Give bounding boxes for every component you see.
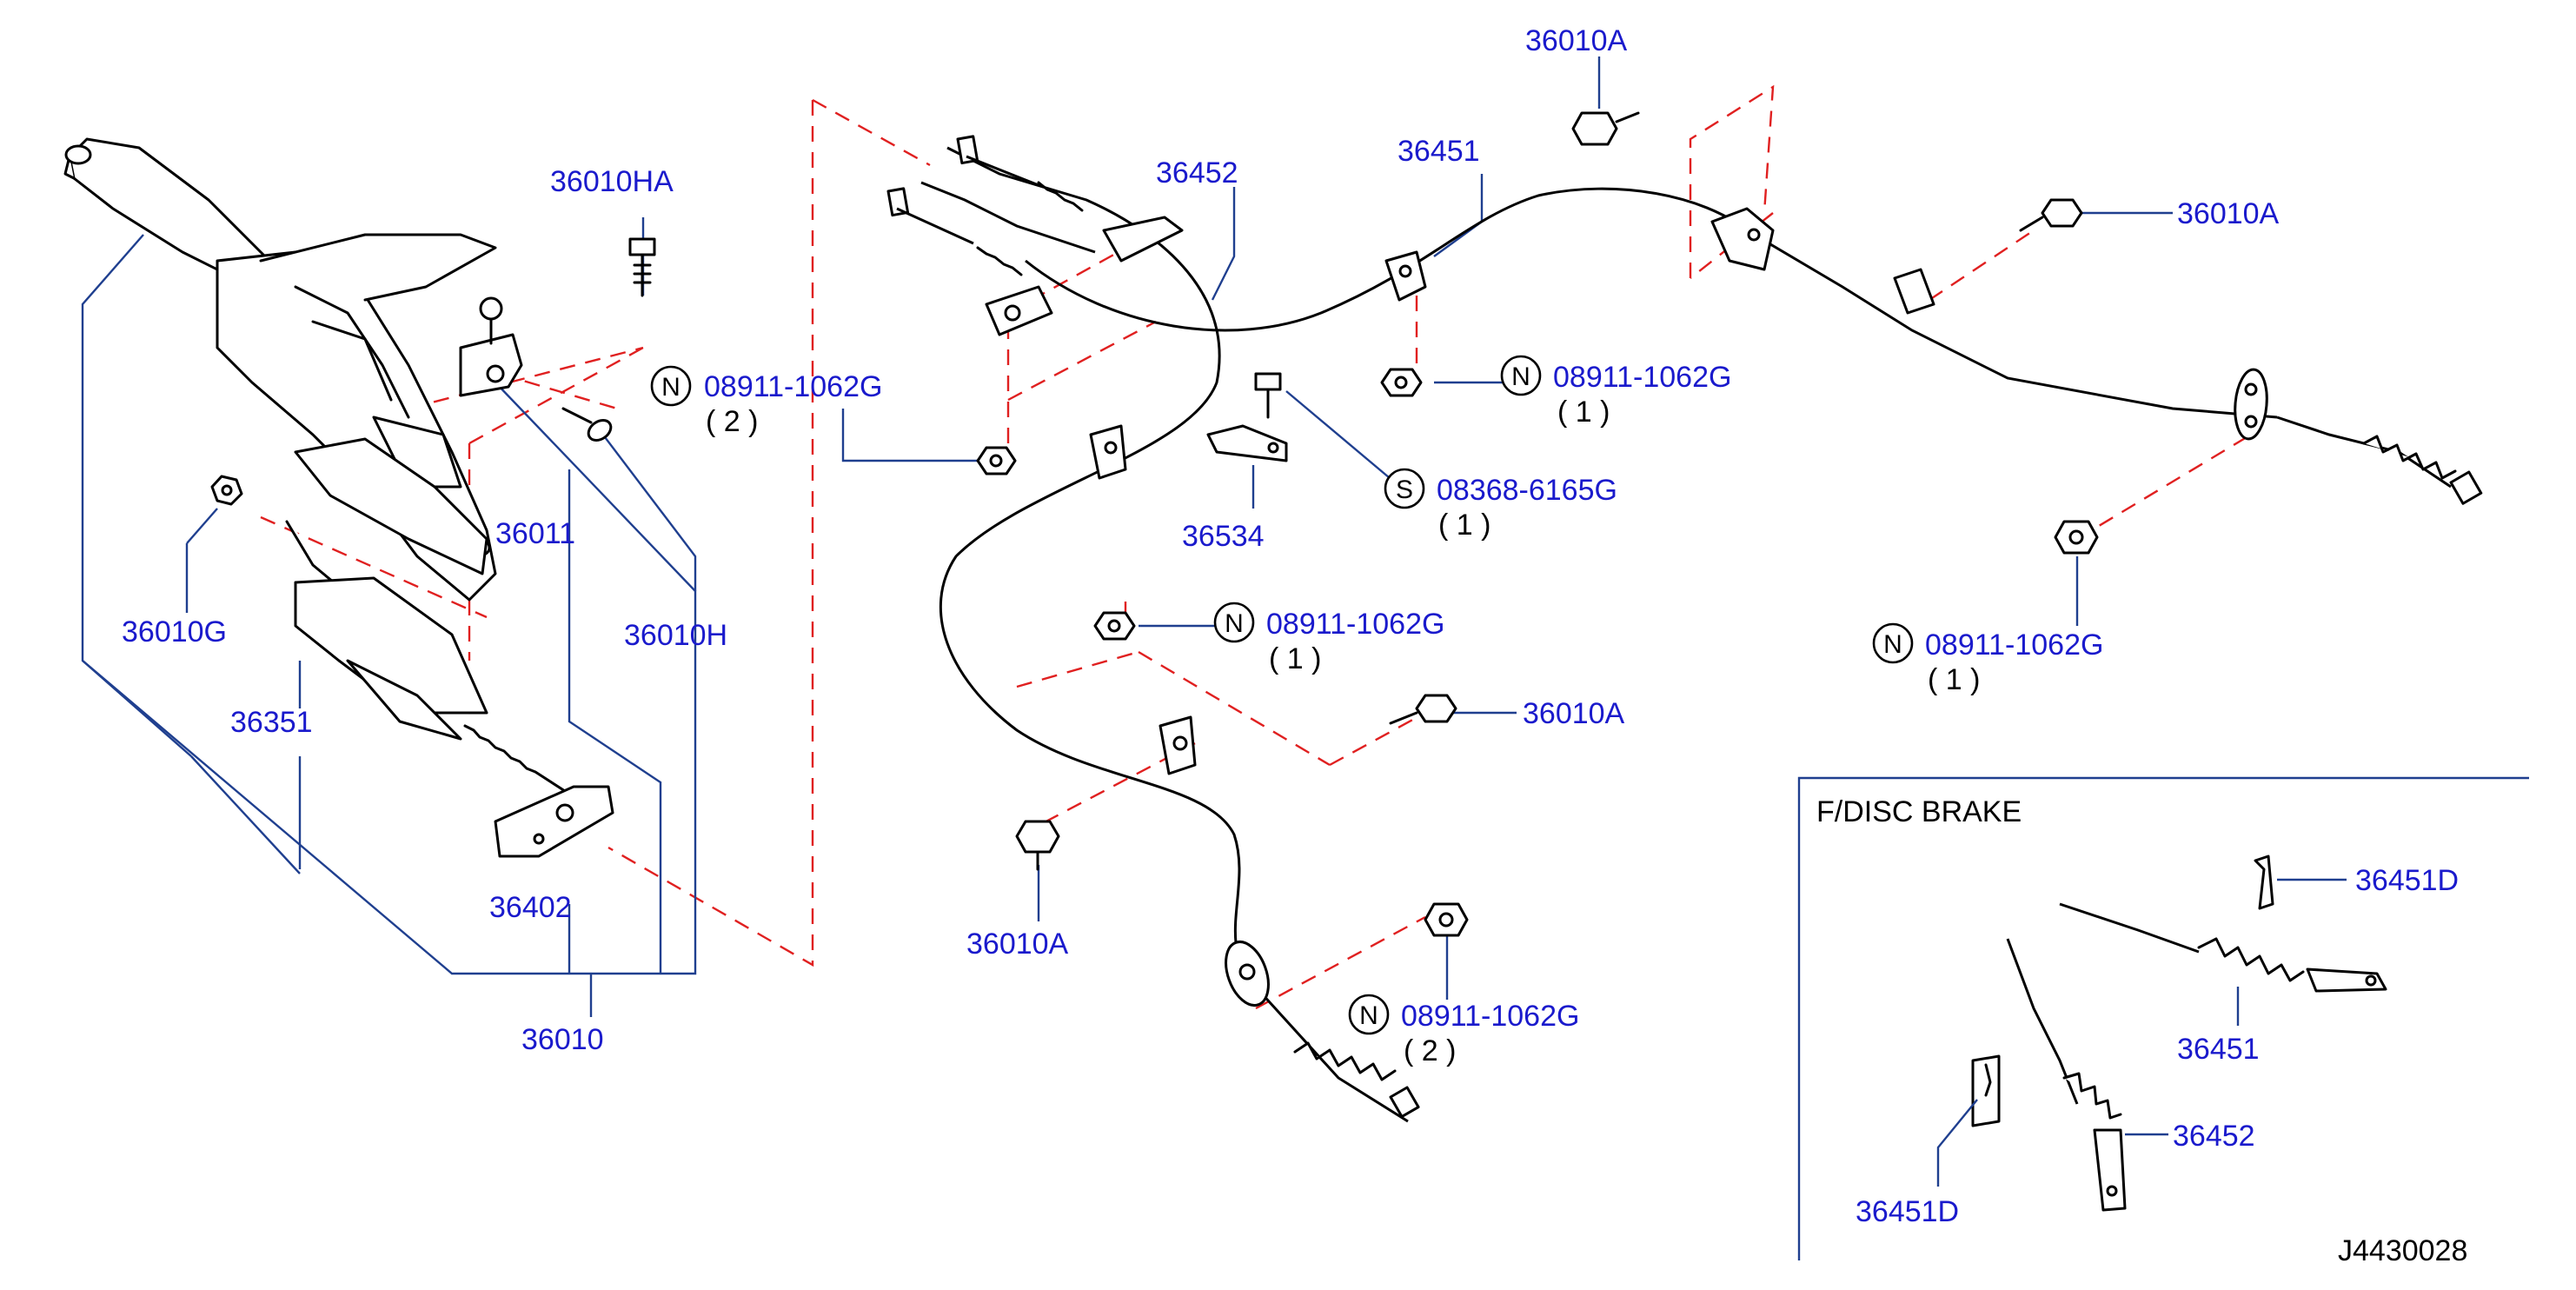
label-36010: 36010 [521,1023,604,1056]
nut-symbol: N [661,373,681,402]
label-36010g: 36010G [122,615,227,648]
label-36351: 36351 [230,706,313,739]
callout-n-center: N 08911-1062G ( 1 ) [1213,602,1444,675]
callout-n-top: N 08911-1062G ( 1 ) [1500,355,1731,429]
svg-text:N: N [1225,609,1244,638]
label-36010a-mid: 36010A [1523,697,1625,730]
label-inset-36451: 36451 [2177,1033,2260,1066]
svg-text:08911-1062G: 08911-1062G [1925,628,2103,662]
svg-text:N: N [1359,1001,1378,1030]
part-labels: 36010HA 36011 36010H 36010G 36351 36402 … [122,24,2467,1267]
fasteners [976,111,2099,937]
svg-text:08911-1062G: 08911-1062G [1266,608,1444,641]
label-36010ha: 36010HA [550,165,674,198]
svg-text:( 1 ): ( 1 ) [1438,509,1490,542]
label-36452: 36452 [1156,156,1238,190]
diagram-id: J4430028 [2338,1234,2467,1267]
label-36402: 36402 [489,891,572,924]
inset-title: F/DISC BRAKE [1816,795,2022,828]
svg-text:08911-1062G: 08911-1062G [1401,1000,1579,1033]
screw-symbol: S [1396,475,1413,504]
svg-text:N: N [1883,630,1902,659]
leader-lines [81,57,2173,1017]
callout-n-left: N 08911-1062G ( 2 ) [650,365,882,438]
f-disc-brake-inset: F/DISC BRAKE [1797,776,2529,1260]
label-36010a-top: 36010A [1525,24,1628,57]
cable-spring [463,724,566,793]
svg-text:08368-6165G: 08368-6165G [1437,474,1617,507]
svg-text:( 2 ): ( 2 ) [1404,1034,1456,1067]
callout-s-screw: S 08368-6165G ( 1 ) [1384,468,1617,542]
label-inset-36451d-top: 36451D [2355,864,2459,897]
svg-text:( 2 ): ( 2 ) [706,405,758,438]
label-36010h: 36010H [624,619,727,652]
label-inset-36452: 36452 [2173,1120,2255,1153]
label-36010a-right: 36010A [2177,197,2280,230]
label-36451: 36451 [1398,135,1480,168]
svg-text:08911-1062G: 08911-1062G [1553,361,1731,394]
label-inset-36451d-bottom: 36451D [1856,1195,1959,1228]
callout-n-bottom: N 08911-1062G ( 2 ) [1348,994,1579,1067]
svg-text:N: N [1511,362,1530,391]
parking-brake-lever-assembly [63,137,656,858]
svg-text:( 1 ): ( 1 ) [1557,396,1610,429]
svg-text:( 1 ): ( 1 ) [1928,663,1980,696]
svg-text:( 1 ): ( 1 ) [1269,642,1321,675]
label-36010a-bottom: 36010A [966,928,1069,961]
callout-n-right: N 08911-1062G ( 1 ) [1872,622,2103,696]
label-36534: 36534 [1182,520,1265,553]
alignment-dashed-lines [260,84,2252,1010]
rear-brake-cables [886,135,2483,1123]
svg-text:08911-1062G: 08911-1062G [704,370,882,403]
label-36011: 36011 [495,517,575,550]
